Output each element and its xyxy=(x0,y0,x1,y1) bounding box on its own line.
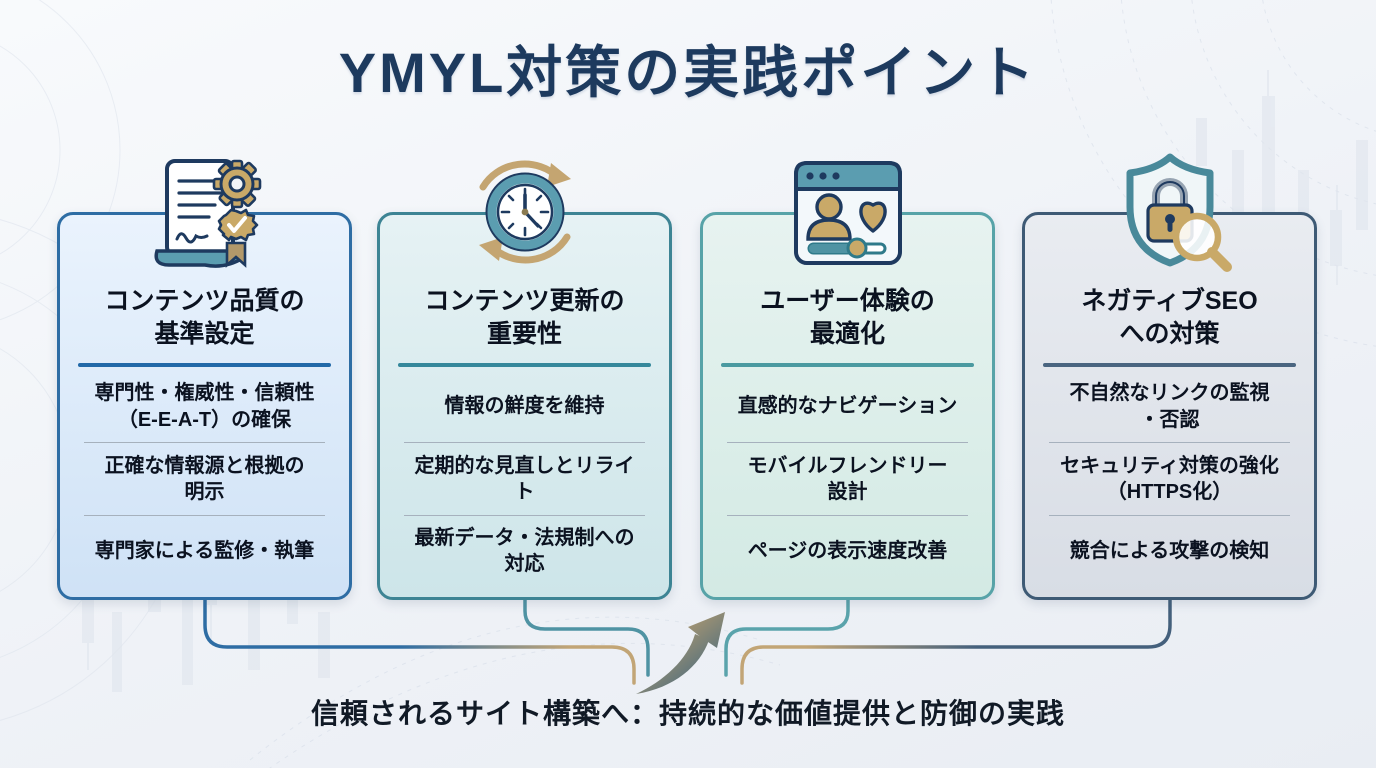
card-content-quality: コンテンツ品質の 基準設定 専門性・権威性・信頼性 （E-E-A-T）の確保 正… xyxy=(57,159,352,600)
list-item: セキュリティ対策の強化 （HTTPS化） xyxy=(1060,454,1279,503)
browser-user-heart-icon xyxy=(793,161,902,265)
gear-icon xyxy=(212,159,261,209)
item-divider xyxy=(727,514,968,516)
card-title: ユーザー体験の 最適化 xyxy=(760,287,935,348)
item-divider xyxy=(1049,514,1290,516)
list-item: 不自然なリンクの監視 ・否認 xyxy=(1069,382,1270,431)
item-divider xyxy=(727,442,968,444)
card-item-list: 直感的なナビゲーション モバイルフレンドリー 設計 ページの表示速度改善 xyxy=(703,367,992,597)
clock-refresh-icon xyxy=(478,160,571,264)
item-divider xyxy=(404,514,645,516)
list-item: 最新データ・法規制への 対応 xyxy=(414,526,635,576)
connector-lines xyxy=(203,598,1172,694)
user-icon xyxy=(805,193,852,241)
card-accent-divider xyxy=(398,363,651,367)
award-badge-icon xyxy=(217,208,258,268)
bracket-inner-right xyxy=(724,598,850,677)
item-divider xyxy=(1049,442,1290,444)
certificate-gear-badge-icon xyxy=(154,159,261,268)
item-divider xyxy=(404,442,645,444)
card-content-freshness: コンテンツ更新の 重要性 情報の鮮度を維持 定期的な見直しとリライ ト 最新デー… xyxy=(377,160,672,600)
heart-icon xyxy=(858,201,887,233)
card-accent-divider xyxy=(78,363,331,367)
card-item-list: 不自然なリンクの監視 ・否認 セキュリティ対策の強化 （HTTPS化） 競合によ… xyxy=(1025,367,1314,597)
bracket-outer-left xyxy=(203,598,636,685)
list-item: モバイルフレンドリー 設計 xyxy=(747,454,948,503)
card-user-experience: ユーザー体験の 最適化 直感的なナビゲーション モバイルフレンドリー 設計 ペー… xyxy=(700,161,995,600)
conclusion-text: 信頼されるサイト構築へ：持続的な価値提供と防御の実践 xyxy=(310,698,1065,729)
list-item: 直感的なナビゲーション xyxy=(737,395,958,418)
shield-lock-magnifier-icon xyxy=(1126,153,1232,272)
item-divider xyxy=(84,514,325,516)
card-accent-divider xyxy=(721,363,974,367)
bracket-inner-left xyxy=(523,598,650,677)
list-item: 正確な情報源と根拠の 明示 xyxy=(104,454,305,503)
bracket-outer-right xyxy=(740,598,1172,685)
list-item: 専門性・権威性・信頼性 （E-E-A-T）の確保 xyxy=(94,382,315,431)
item-divider xyxy=(84,442,325,444)
card-negative-seo: ネガティブSEO への対策 不自然なリンクの監視 ・否認 セキュリティ対策の強化… xyxy=(1022,153,1317,600)
page-title: YMYL対策の実践ポイント xyxy=(338,41,1038,104)
list-item: ページの表示速度改善 xyxy=(747,540,948,563)
card-title: コンテンツ品質の 基準設定 xyxy=(104,287,305,348)
list-item: 情報の鮮度を維持 xyxy=(444,395,605,418)
list-item: 定期的な見直しとリライ ト xyxy=(414,454,635,503)
card-title: ネガティブSEO への対策 xyxy=(1081,287,1258,348)
card-item-list: 専門性・権威性・信頼性 （E-E-A-T）の確保 正確な情報源と根拠の 明示 専… xyxy=(60,367,349,597)
list-item: 専門家による監修・執筆 xyxy=(94,540,315,563)
card-accent-divider xyxy=(1043,363,1296,367)
list-item: 競合による攻撃の検知 xyxy=(1069,540,1270,563)
slider-icon xyxy=(807,237,886,259)
card-title: コンテンツ更新の 重要性 xyxy=(424,287,625,348)
card-item-list: 情報の鮮度を維持 定期的な見直しとリライ ト 最新データ・法規制への 対応 xyxy=(380,367,669,597)
